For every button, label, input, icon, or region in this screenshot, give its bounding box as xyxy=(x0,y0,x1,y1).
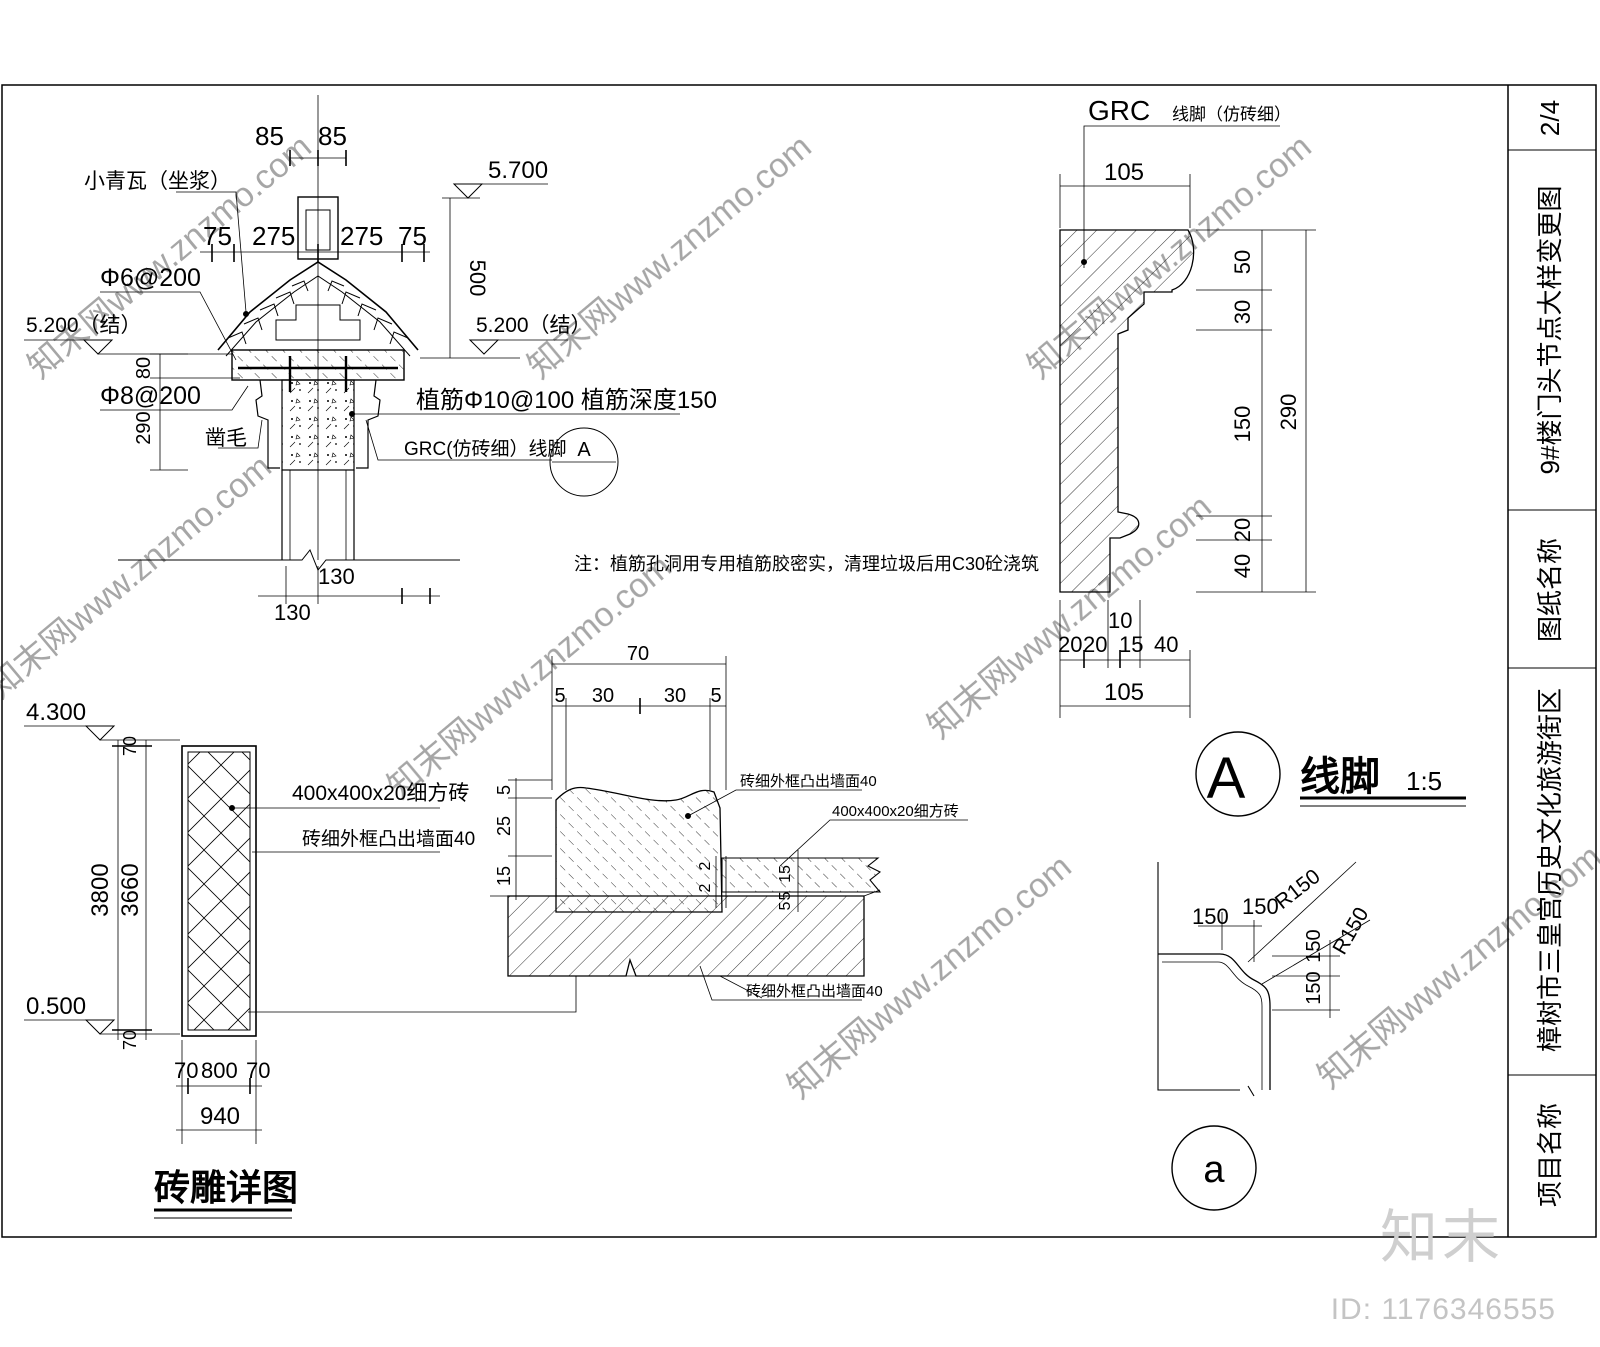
grc-header: GRC xyxy=(1088,95,1150,126)
elevation-left: 5.200（结） xyxy=(26,314,142,337)
brick-frame-label: 砖细外框凸出墙面40 xyxy=(302,828,475,850)
construction-note: 注：植筋孔洞用专用植筋胶密实，清理垃圾后用C30砼浇筑 xyxy=(574,554,1039,574)
corner-callout: a xyxy=(1203,1149,1225,1191)
brick-detail-title: 砖雕详图 xyxy=(154,1167,298,1208)
dim-275-left: 275 xyxy=(252,221,295,251)
bs-small-2b: 2 xyxy=(697,883,714,892)
corner-dim-150a: 150 xyxy=(1192,904,1229,929)
callout-a-letter: A xyxy=(577,439,591,461)
title-block: 2/4 9#楼门头节点大样变更图 图纸名称 樟树市三皇宫历史文化旅游街区 项目名… xyxy=(1507,85,1596,1237)
svg-text:知末网www.znzmo.com: 知末网www.znzmo.com xyxy=(0,448,279,707)
bs-small-2a: 2 xyxy=(697,861,714,870)
watermark-id: ID: 1176346555 xyxy=(1330,1293,1556,1326)
svg-text:知末网www.znzmo.com: 知末网www.znzmo.com xyxy=(21,128,319,387)
bs-left-5: 5 xyxy=(494,785,514,795)
drawing-title-label: 图纸名称 xyxy=(1535,538,1565,642)
dim-500: 500 xyxy=(465,260,490,297)
section-a-scale: 1:5 xyxy=(1406,766,1442,796)
project-name: 樟树市三皇宫历史文化旅游街区 xyxy=(1535,688,1565,1052)
rebar-phi6: Φ6@200 xyxy=(100,264,201,292)
bs-label-tile: 400x400x20细方砖 xyxy=(832,803,959,820)
brick-section xyxy=(490,656,968,1001)
bs-right-5b: 5 xyxy=(777,901,794,910)
grc-vdim-40: 40 xyxy=(1230,554,1255,578)
brick-bdim-70b: 70 xyxy=(246,1058,270,1083)
grc-bdim-20a: 20 xyxy=(1058,632,1082,657)
roof-section xyxy=(24,95,680,604)
grc-vdim-50: 50 xyxy=(1230,250,1255,274)
grc-vdim-150: 150 xyxy=(1230,406,1255,443)
bs-label-frame-bottom: 砖细外框凸出墙面40 xyxy=(746,983,883,1000)
sheet-number: 2/4 xyxy=(1535,100,1565,136)
bs-top-30a: 30 xyxy=(592,685,614,707)
brick-dim-70-top: 70 xyxy=(120,736,140,756)
corner-dim-150c: 150 xyxy=(1303,929,1325,962)
grc-profile xyxy=(1059,125,1316,718)
elevation-right: 5.200（结） xyxy=(476,314,592,337)
brick-dim-3800: 3800 xyxy=(87,863,114,916)
grc-top-width: 105 xyxy=(1104,159,1144,186)
brick-elev-bottom: 0.500 xyxy=(26,993,86,1020)
bs-left-25: 25 xyxy=(494,816,514,836)
brick-tile-label: 400x400x20细方砖 xyxy=(292,782,469,805)
dim-130-b: 130 xyxy=(274,600,311,625)
corner-dim-150b: 150 xyxy=(1242,894,1279,919)
dim-80: 80 xyxy=(133,357,155,379)
grc-bdim-40: 40 xyxy=(1154,632,1178,657)
grc-header-sub: 线脚（仿砖细） xyxy=(1172,105,1291,124)
dim-130-a: 130 xyxy=(318,564,355,589)
section-a-name: 线脚 xyxy=(1300,755,1380,799)
grc-bdim-10: 10 xyxy=(1108,608,1132,633)
chisel-label: 凿毛 xyxy=(205,427,247,450)
dim-85-left: 85 xyxy=(255,121,284,151)
dim-75-left: 75 xyxy=(203,221,232,251)
section-a-title xyxy=(1195,731,1466,817)
dim-290: 290 xyxy=(133,411,155,444)
brick-elev-top: 4.300 xyxy=(26,699,86,726)
brick-dim-70-bottom: 70 xyxy=(120,1030,140,1050)
brick-total-width: 940 xyxy=(200,1103,240,1130)
corner-detail xyxy=(1157,861,1371,1211)
grc-bottom-width: 105 xyxy=(1104,679,1144,706)
bs-right-15: 15 xyxy=(777,865,794,883)
bs-top-5a: 5 xyxy=(554,685,565,707)
corner-r150b: R150 xyxy=(1328,904,1373,959)
corner-r150a: R150 xyxy=(1271,865,1325,914)
drawing-title: 9#楼门头节点大样变更图 xyxy=(1535,186,1565,475)
sheet-border xyxy=(1,84,1597,1238)
section-a-letter: A xyxy=(1207,746,1246,811)
grc-vdim-30: 30 xyxy=(1230,300,1255,324)
bs-label-frame-top: 砖细外框凸出墙面40 xyxy=(740,773,877,790)
watermark-logo: 知末 xyxy=(1380,1203,1505,1271)
svg-text:知末网www.znzmo.com: 知末网www.znzmo.com xyxy=(381,548,679,807)
bs-top-30b: 30 xyxy=(664,685,686,707)
grc-bdim-15: 15 xyxy=(1119,632,1143,657)
brick-dim-3660: 3660 xyxy=(117,863,144,916)
svg-text:知末网www.znzmo.com: 知末网www.znzmo.com xyxy=(521,128,819,387)
brick-elevation xyxy=(24,725,763,1219)
bs-dim-70: 70 xyxy=(627,643,649,665)
corner-dim-150d: 150 xyxy=(1303,971,1325,1004)
grc-label: GRC(仿砖细）线脚 xyxy=(404,438,567,460)
grc-total-height: 290 xyxy=(1276,394,1301,431)
brick-bdim-70a: 70 xyxy=(174,1058,198,1083)
dim-275-right: 275 xyxy=(340,221,383,251)
planting-bar-label: 植筋Φ10@100 植筋深度150 xyxy=(416,387,717,414)
dim-85-right: 85 xyxy=(318,121,347,151)
bs-top-5b: 5 xyxy=(710,685,721,707)
grc-vdim-20: 20 xyxy=(1230,518,1255,542)
project-name-label: 项目名称 xyxy=(1535,1103,1565,1207)
bs-left-15: 15 xyxy=(494,866,514,886)
bs-right-5a: 5 xyxy=(777,891,794,900)
elevation-top: 5.700 xyxy=(488,157,548,184)
rebar-phi8: Φ8@200 xyxy=(100,382,201,410)
tile-label: 小青瓦（坐浆） xyxy=(84,170,231,193)
grc-bdim-20b: 20 xyxy=(1083,632,1107,657)
brick-bdim-800: 800 xyxy=(201,1058,238,1083)
dim-75-right: 75 xyxy=(398,221,427,251)
